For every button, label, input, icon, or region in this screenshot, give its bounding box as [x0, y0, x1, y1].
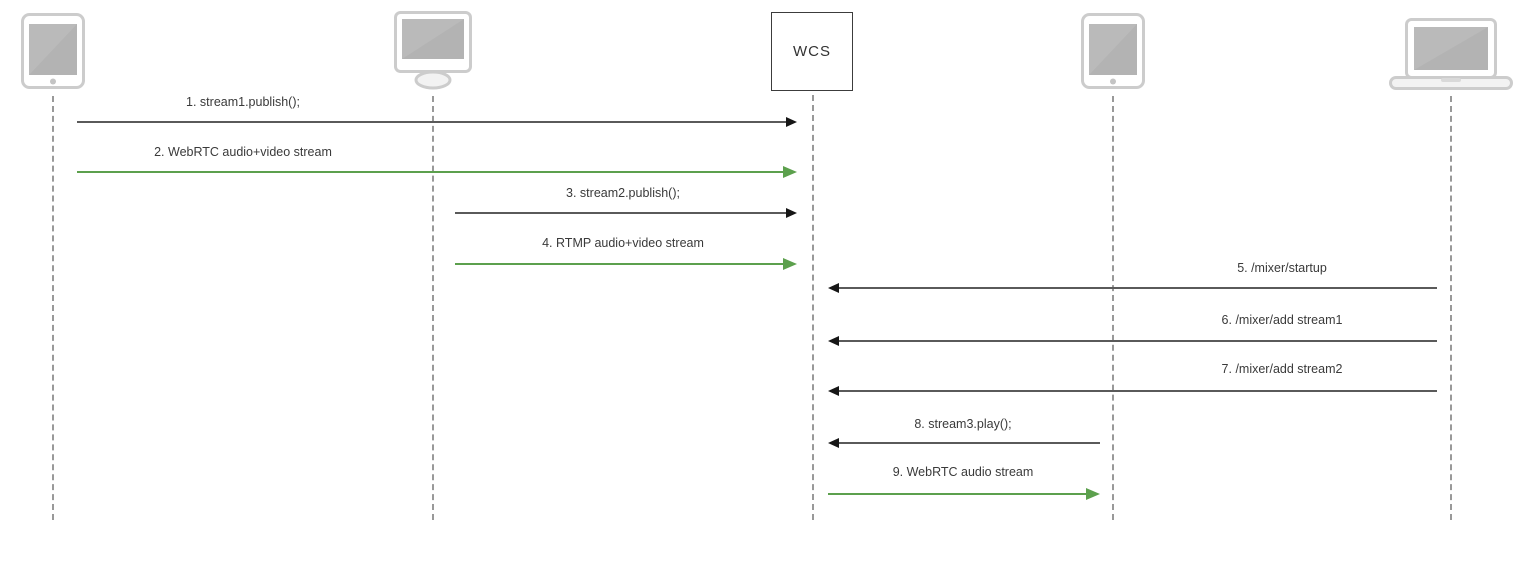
message-label-2: 2. WebRTC audio+video stream [154, 145, 332, 159]
tablet-icon [21, 13, 85, 89]
message-label-1: 1. stream1.publish(); [186, 95, 300, 109]
arrow-left-icon [828, 438, 1100, 448]
actor-tablet-1 [21, 13, 85, 94]
wcs-label: WCS [793, 43, 831, 60]
message-label-5: 5. /mixer/startup [1237, 261, 1327, 275]
wcs-server-box: WCS [771, 12, 853, 91]
lifeline-tablet-1 [52, 96, 54, 520]
actor-laptop [1389, 18, 1513, 97]
monitor-icon [394, 11, 472, 90]
message-label-9: 9. WebRTC audio stream [892, 465, 1034, 479]
lifeline-tablet-2 [1112, 96, 1114, 520]
arrow-right-icon [77, 117, 797, 127]
arrow-right-icon [455, 258, 797, 270]
actor-desktop-monitor [394, 11, 472, 98]
message-label-6: 6. /mixer/add stream1 [1221, 313, 1343, 327]
arrow-right-icon [77, 166, 797, 178]
lifeline-wcs-server [812, 95, 814, 520]
lifeline-desktop-monitor [432, 96, 434, 520]
arrow-right-icon [828, 488, 1100, 500]
arrow-left-icon [828, 386, 1437, 396]
actor-tablet-2 [1081, 13, 1145, 94]
arrow-left-icon [828, 283, 1437, 293]
tablet-icon [1081, 13, 1145, 89]
laptop-icon [1389, 18, 1513, 90]
message-label-8: 8. stream3.play(); [914, 417, 1012, 431]
lifeline-laptop [1450, 96, 1452, 520]
arrow-left-icon [828, 336, 1437, 346]
message-label-7: 7. /mixer/add stream2 [1221, 362, 1343, 376]
message-label-3: 3. stream2.publish(); [566, 186, 680, 200]
arrow-right-icon [455, 208, 797, 218]
message-label-4: 4. RTMP audio+video stream [542, 236, 704, 250]
